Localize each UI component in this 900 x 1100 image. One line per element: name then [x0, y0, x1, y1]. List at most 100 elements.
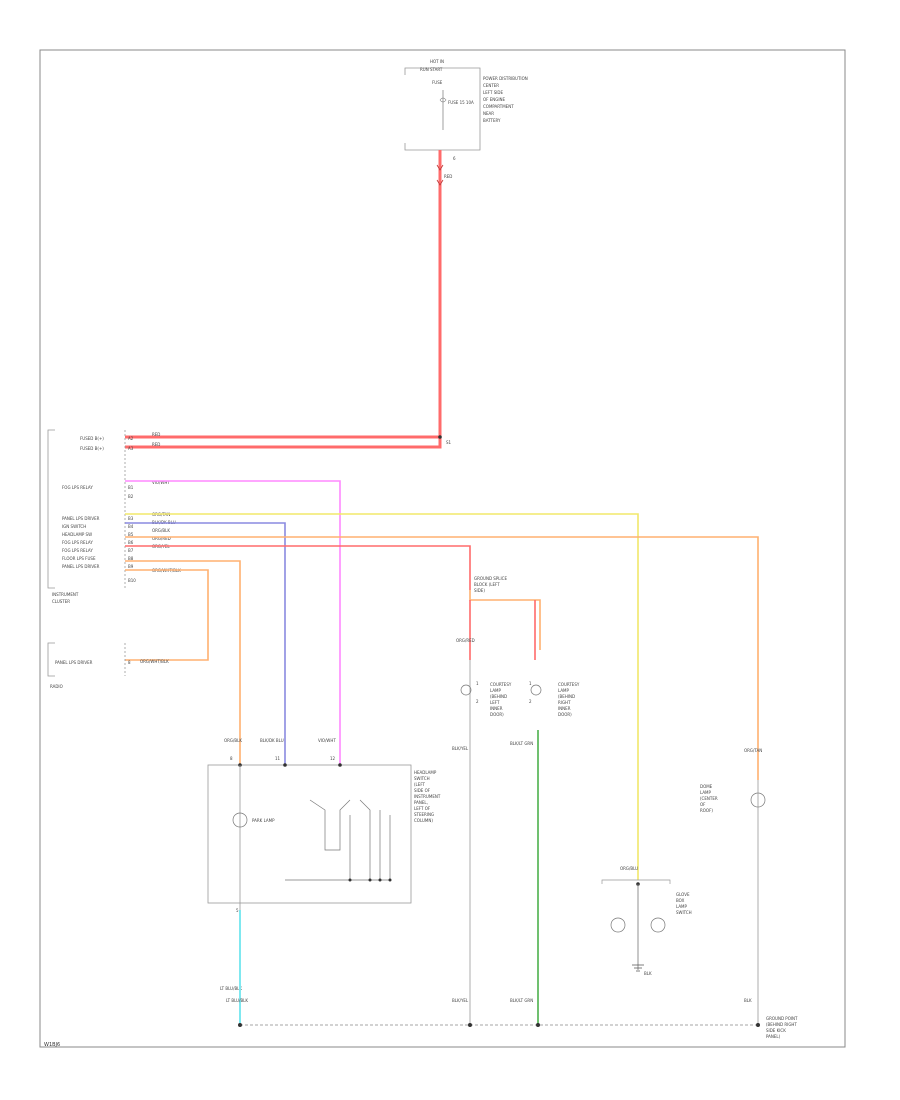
svg-text:B9: B9	[128, 564, 134, 569]
svg-text:2: 2	[529, 699, 532, 704]
svg-text:SWITCH: SWITCH	[414, 776, 430, 781]
svg-text:GLOVE: GLOVE	[676, 892, 690, 897]
radio-wire: ORG/WHT/BLK	[140, 659, 169, 664]
fuse-side-4: OF ENGINE	[483, 97, 506, 102]
lamp-icon	[460, 684, 472, 696]
svg-text:(BEHIND: (BEHIND	[490, 694, 507, 699]
svg-text:IGN SWITCH: IGN SWITCH	[62, 524, 86, 529]
svg-text:HEADLAMP SW: HEADLAMP SW	[62, 532, 92, 537]
svg-text:8: 8	[230, 756, 233, 761]
glove-box-lamp-switch: ORG/BLU GLOVE BOX LAMP SWITCH BLK	[601, 866, 692, 976]
svg-text:VIO/WHT: VIO/WHT	[318, 738, 336, 743]
cluster-pin-b4: IGN SWITCH B4	[62, 524, 134, 529]
svg-text:PANEL,: PANEL,	[414, 800, 428, 805]
cluster-pin-a2: FUSED B(+) A2	[80, 436, 134, 441]
svg-text:B4: B4	[128, 524, 134, 529]
cluster-name-1: INSTRUMENT	[52, 592, 79, 597]
svg-text:OF: OF	[700, 802, 706, 807]
wire-org-red	[125, 545, 471, 590]
svg-text:A2: A2	[128, 436, 134, 441]
svg-text:11: 11	[275, 756, 281, 761]
fuse-block: HOT IN RUN START FUSE FUSE 15 10A POWER …	[404, 59, 528, 161]
svg-text:5: 5	[236, 908, 239, 913]
radio-pin-label: PANEL LPS DRIVER	[55, 660, 93, 665]
fuse-label: FUSE 15 10A	[448, 100, 474, 105]
wire-label-top-red: RED	[444, 174, 452, 179]
svg-text:B1: B1	[128, 485, 134, 490]
connector-icon	[436, 164, 444, 171]
svg-text:BLK/DK BLU: BLK/DK BLU	[260, 738, 284, 743]
svg-text:GROUND SPLICE: GROUND SPLICE	[474, 576, 507, 581]
headlamp-switch-label: HEADLAMP SWITCH (LEFT SIDE OF INSTRUMENT…	[414, 770, 441, 823]
cluster-pin-b2: B2	[128, 494, 134, 499]
svg-text:COURTESY: COURTESY	[558, 682, 580, 687]
fuse-block-side-label: POWER DISTRIBUTION CENTER LEFT SIDE OF E…	[483, 76, 528, 123]
svg-text:12: 12	[330, 756, 336, 761]
wire-label-org-1: ORG/BLK	[152, 528, 170, 533]
svg-text:HEADLAMP: HEADLAMP	[414, 770, 437, 775]
svg-text:FLOOR LPS FUSE: FLOOR LPS FUSE	[62, 556, 96, 561]
wire-yellow	[125, 513, 639, 880]
wire-org-headlamp	[125, 560, 241, 765]
instrument-cluster: INSTRUMENT CLUSTER FUSED B(+) A2 FUSED B(…	[47, 429, 136, 604]
svg-text:A3: A3	[128, 446, 134, 451]
headlamp-switch: HEADLAMP SWITCH (LEFT SIDE OF INSTRUMENT…	[207, 738, 441, 1025]
svg-text:INSTRUMENT: INSTRUMENT	[414, 794, 441, 799]
ground-bus: LT BLU/BLK BLK/YEL BLK/LT GRN BLK GROUND…	[226, 998, 798, 1039]
park-lamp-icon	[232, 812, 248, 828]
svg-text:ORG/TAN: ORG/TAN	[744, 748, 762, 753]
svg-text:B6: B6	[128, 540, 134, 545]
dome-lamp: ORG/TAN DOME LAMP (CENTER OF ROOF)	[700, 748, 766, 1025]
svg-text:DOME: DOME	[700, 784, 713, 789]
splice-dot	[438, 435, 442, 439]
svg-text:B10: B10	[128, 578, 136, 583]
wire-label-red-2: RED	[152, 442, 160, 447]
wire-org-radio	[125, 569, 209, 661]
svg-text:B3: B3	[128, 516, 134, 521]
connector-icon	[436, 179, 444, 186]
svg-text:SIDE): SIDE)	[474, 588, 485, 593]
glove-lamp-icon	[610, 917, 626, 933]
glove-lamp-icon	[650, 917, 666, 933]
fuse-side-1: POWER DISTRIBUTION	[483, 76, 528, 81]
svg-text:BLK/YEL: BLK/YEL	[452, 746, 469, 751]
wire-label-vio: VIO/WHT	[152, 480, 170, 485]
svg-text:FUSED B(+): FUSED B(+)	[80, 436, 104, 441]
fuse-block-label-1: HOT IN	[430, 59, 444, 64]
svg-text:SWITCH: SWITCH	[676, 910, 692, 915]
svg-text:LAMP: LAMP	[676, 904, 688, 909]
cluster-pin-a3: FUSED B(+)A3	[80, 446, 134, 451]
svg-text:BLK/LT GRN: BLK/LT GRN	[510, 998, 533, 1003]
svg-text:DOOR): DOOR)	[490, 712, 504, 717]
svg-text:FOG LPS RELAY: FOG LPS RELAY	[62, 485, 93, 490]
fuse-block-label-2: RUN START	[420, 67, 443, 72]
svg-text:BLK: BLK	[744, 998, 752, 1003]
svg-text:BOX: BOX	[676, 898, 685, 903]
wire-label-org-2: ORG/RED	[152, 536, 171, 541]
junction-label: S1	[446, 440, 452, 445]
cluster-name-2: CLUSTER	[52, 599, 70, 604]
svg-text:LT BLU/BLK: LT BLU/BLK	[220, 986, 242, 991]
radio: PANEL LPS DRIVER 8 ORG/WHT/BLK RADIO	[47, 642, 169, 689]
svg-text:COLUMN): COLUMN)	[414, 818, 433, 823]
splice-block: GROUND SPLICE BLOCK (LEFT SIDE) ORG/RED	[456, 576, 541, 660]
fuse-side-2: CENTER	[483, 83, 499, 88]
right-courtesy-lamp: 1 2 COURTESY LAMP (BEHIND RIGHT INNER DO…	[510, 681, 580, 1025]
red-feed-wire: RED S1	[125, 150, 452, 449]
cluster-pin-b10: B10	[128, 578, 136, 583]
svg-text:INNER: INNER	[490, 706, 503, 711]
fuse-side-5: COMPARTMENT	[483, 104, 514, 109]
fuse-side-3: LEFT SIDE	[483, 90, 504, 95]
svg-text:STEERING: STEERING	[414, 812, 434, 817]
cluster-pin-b1: FOG LPS RELAY B1	[62, 485, 134, 490]
lamp-icon	[530, 684, 542, 696]
svg-text:LAMP: LAMP	[700, 790, 712, 795]
svg-text:(BEHIND: (BEHIND	[558, 694, 575, 699]
footer-code: W1BJ6	[44, 1042, 60, 1048]
svg-text:DOOR): DOOR)	[558, 712, 572, 717]
